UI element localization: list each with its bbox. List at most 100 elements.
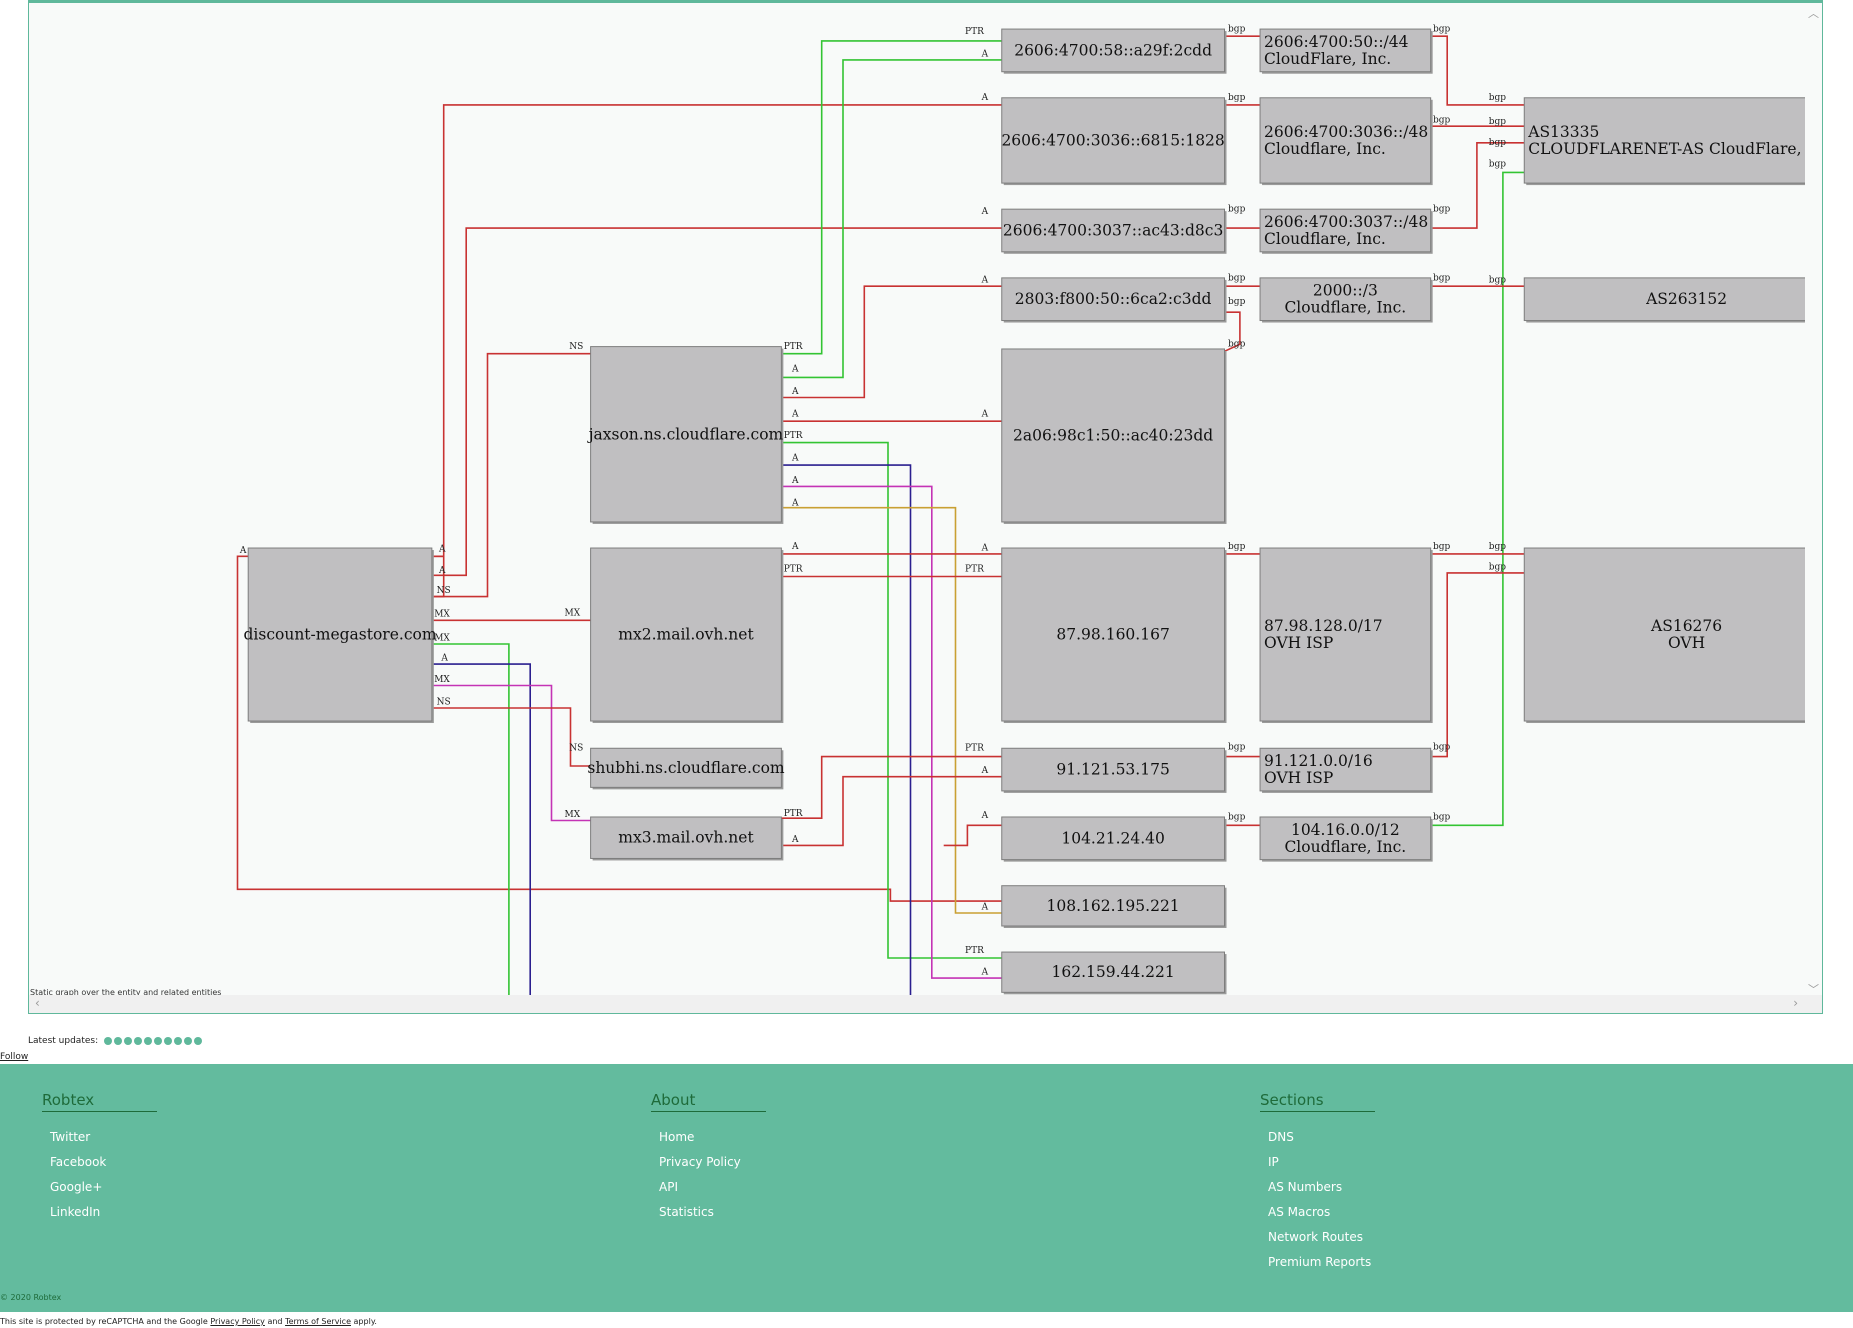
bgp-label: bgp bbox=[1433, 205, 1451, 215]
bgp-label: bgp bbox=[1433, 273, 1451, 283]
node-label: OVH ISP bbox=[1264, 634, 1333, 652]
scroll-left-icon[interactable]: ‹ bbox=[35, 996, 40, 1010]
footer-link-premium-reports[interactable]: Premium Reports bbox=[1268, 1255, 1372, 1269]
edge-label: A bbox=[981, 276, 989, 286]
recaptcha-privacy-link[interactable]: Privacy Policy bbox=[210, 1317, 265, 1326]
edge-label: A bbox=[981, 410, 989, 420]
edge-label: MX bbox=[565, 609, 581, 619]
vertical-scrollbar[interactable]: ︿ ﹀ bbox=[1805, 3, 1822, 997]
edge-line bbox=[431, 684, 591, 822]
node-label: Cloudflare, Inc. bbox=[1264, 230, 1386, 248]
latest-updates-dots[interactable] bbox=[104, 1037, 203, 1045]
node-label: 91.121.53.175 bbox=[1056, 761, 1169, 779]
graph-node-n8 bbox=[1001, 816, 1225, 861]
footer-link-dns[interactable]: DNS bbox=[1268, 1130, 1294, 1144]
node-label: AS263152 bbox=[1645, 290, 1727, 308]
update-dot[interactable] bbox=[104, 1037, 113, 1045]
update-dot[interactable] bbox=[134, 1037, 143, 1045]
edge-label: MX bbox=[565, 810, 581, 820]
edge-label: A bbox=[438, 545, 446, 555]
bgp-label: bgp bbox=[1489, 117, 1507, 127]
footer-link-as-numbers[interactable]: AS Numbers bbox=[1268, 1180, 1343, 1194]
edge-label: PTR bbox=[965, 27, 984, 37]
update-dot[interactable] bbox=[154, 1037, 163, 1045]
node-label: discount-megastore.com bbox=[243, 626, 436, 644]
update-dot[interactable] bbox=[194, 1037, 203, 1045]
scroll-up-icon[interactable]: ︿ bbox=[1808, 7, 1819, 20]
edge-label: A bbox=[791, 453, 799, 463]
graph-node-as1 bbox=[1523, 97, 1805, 184]
graph-node-p4 bbox=[1259, 277, 1432, 322]
node-label: 2606:4700:3036::/48 bbox=[1264, 123, 1428, 141]
node-label: 104.16.0.0/12 bbox=[1291, 821, 1400, 839]
bgp-label: bgp bbox=[1489, 542, 1507, 552]
bgp-label: bgp bbox=[1228, 24, 1246, 34]
update-dot[interactable] bbox=[124, 1037, 133, 1045]
edge-line bbox=[781, 485, 1002, 979]
footer-link-twitter[interactable]: Twitter bbox=[50, 1130, 91, 1144]
bgp-label: bgp bbox=[1489, 93, 1507, 103]
edge-line bbox=[431, 663, 531, 997]
graph-node-h2 bbox=[590, 547, 782, 722]
footer-link-home[interactable]: Home bbox=[659, 1130, 695, 1144]
edge-label: A bbox=[981, 207, 989, 217]
footer-link-api[interactable]: API bbox=[659, 1180, 678, 1194]
update-dot[interactable] bbox=[114, 1037, 123, 1045]
node-label: Cloudflare, Inc. bbox=[1284, 299, 1406, 317]
edge-label: MX bbox=[434, 633, 450, 643]
bgp-label: bgp bbox=[1228, 93, 1246, 103]
update-dot[interactable] bbox=[164, 1037, 173, 1045]
edge-line bbox=[781, 285, 1002, 399]
bgp-label: bgp bbox=[1433, 116, 1451, 126]
bgp-label: bgp bbox=[1433, 742, 1451, 752]
follow-link[interactable]: Follow bbox=[0, 1052, 29, 1062]
graph-node-p1 bbox=[1259, 28, 1432, 73]
edge-line bbox=[781, 59, 1002, 379]
edge-label: A bbox=[981, 93, 989, 103]
bgp-label: bgp bbox=[1433, 542, 1451, 552]
edge-line bbox=[1224, 311, 1241, 353]
scroll-right-icon[interactable]: › bbox=[1793, 996, 1798, 1010]
node-label: mx2.mail.ovh.net bbox=[618, 626, 754, 644]
horizontal-scrollbar[interactable]: ‹ › bbox=[29, 995, 1822, 1013]
graph-node-n10 bbox=[1001, 951, 1225, 993]
edge-label: PTR bbox=[965, 744, 984, 754]
update-dot[interactable] bbox=[184, 1037, 193, 1045]
edge-label: PTR bbox=[784, 342, 803, 352]
edge-label: A bbox=[981, 968, 989, 978]
footer-heading: Sections bbox=[1260, 1091, 1375, 1112]
update-dot[interactable] bbox=[144, 1037, 153, 1045]
bgp-label: bgp bbox=[1228, 742, 1246, 752]
graph-node-p6 bbox=[1259, 747, 1432, 792]
node-label: CLOUDFLARENET-AS CloudFlare, Inc. bbox=[1528, 140, 1805, 158]
recaptcha-and: and bbox=[267, 1317, 283, 1326]
graph-node-n2 bbox=[1001, 97, 1225, 184]
footer-link-linkedin[interactable]: LinkedIn bbox=[50, 1205, 101, 1219]
footer-link-facebook[interactable]: Facebook bbox=[50, 1155, 107, 1169]
edge-label: PTR bbox=[784, 809, 803, 819]
footer-link-as-macros[interactable]: AS Macros bbox=[1268, 1205, 1331, 1219]
recaptcha-terms-link[interactable]: Terms of Service bbox=[285, 1317, 351, 1326]
scroll-down-icon[interactable]: ﹀ bbox=[1808, 983, 1819, 996]
graph-caption: Static graph over the entity and related… bbox=[30, 988, 222, 997]
update-dot[interactable] bbox=[174, 1037, 183, 1045]
recaptcha-prefix: This site is protected by reCAPTCHA and … bbox=[0, 1317, 208, 1326]
graph-node-n4 bbox=[1001, 277, 1225, 322]
footer-link-googleplus[interactable]: Google+ bbox=[50, 1180, 103, 1194]
graph-node-p3 bbox=[1259, 208, 1432, 253]
edge-label: A bbox=[438, 566, 446, 576]
edge-line bbox=[431, 352, 591, 598]
edge-label: NS bbox=[437, 586, 451, 596]
edge-line bbox=[236, 555, 1002, 902]
footer-link-ip[interactable]: IP bbox=[1268, 1155, 1279, 1169]
graph-node-n1 bbox=[1001, 28, 1225, 73]
graph-panel: PTRAAAAAAPTRPTRAAAPTRAAAAPTRAAANSMXMXAMX… bbox=[28, 0, 1823, 1014]
graph-node-n7 bbox=[1001, 747, 1225, 792]
edge-line bbox=[431, 707, 591, 767]
footer-link-privacy-policy[interactable]: Privacy Policy bbox=[659, 1155, 741, 1169]
edge-label: A bbox=[440, 654, 448, 664]
bgp-label: bgp bbox=[1433, 24, 1451, 34]
footer-link-statistics[interactable]: Statistics bbox=[659, 1205, 714, 1219]
footer-link-network-routes[interactable]: Network Routes bbox=[1268, 1230, 1364, 1244]
graph-node-d1 bbox=[247, 547, 433, 722]
